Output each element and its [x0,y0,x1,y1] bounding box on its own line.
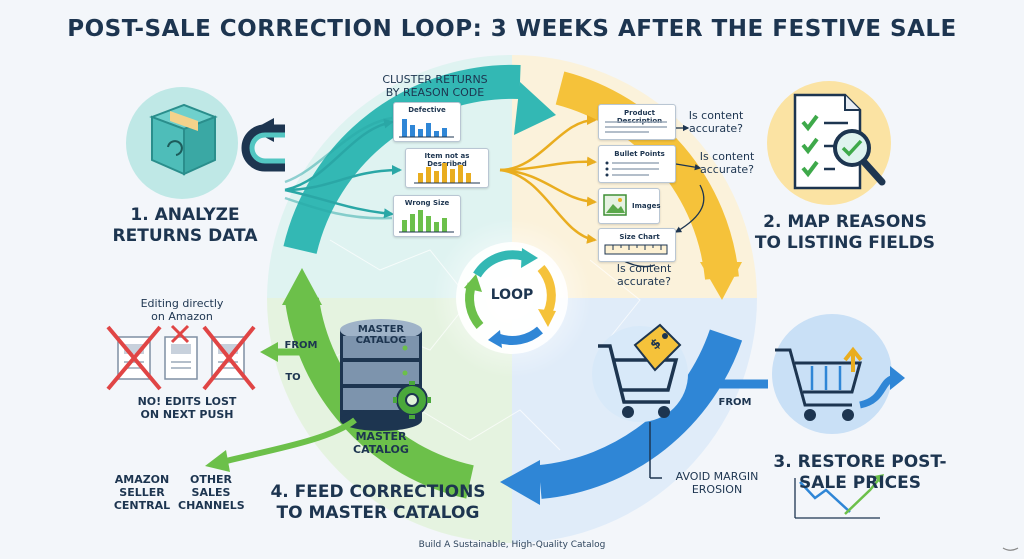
channel-other-line1: OTHER [189,473,233,486]
content-check-line2: accurate? [689,122,743,135]
content-check-3: Is content accurate? [614,262,674,288]
warning-caption-line2: ON NEXT PUSH [140,408,234,421]
ring-blue [538,329,743,499]
field-label: Size Chart [619,233,660,241]
from-label-left: FROM [284,340,318,351]
master-catalog-caption-line1: MASTER [355,430,407,443]
channel-other-line3: CHANNELS [178,499,245,512]
content-check-line1: Is content [699,150,755,163]
page-title: POST-SALE CORRECTION LOOP: 3 WEEKS AFTER… [67,16,957,42]
cart-circle-right [772,314,892,434]
reason-label: Defective [408,106,446,114]
text-lines-icon [605,121,667,133]
content-check-line2: accurate? [700,163,754,176]
crossed-document-icons [106,324,256,391]
channel-amazon-line2: SELLER [119,486,165,499]
stage3-title: 3. RESTORE POST- SALE PRICES [760,452,960,494]
field-card-bullet-points: Bullet Points [598,145,676,183]
stage3-title-line2: SALE PRICES [799,473,921,493]
bullet-list-icon [605,161,659,177]
field-label: Bullet Points [614,150,665,158]
field-card-images: Images [598,188,661,224]
margin-caption: AVOID MARGIN EROSION [662,470,772,496]
stage2-title-line1: 2. MAP REASONS [763,212,927,232]
loop-label: LOOP [490,287,534,303]
reason-card-not-as-described: Item not as Described [405,148,489,188]
margin-caption-line1: AVOID MARGIN [675,470,759,483]
stage4-title-line2: TO MASTER CATALOG [276,503,480,523]
stage1-title-line1: 1. ANALYZE [130,205,240,225]
cluster-heading-line1: CLUSTER RETURNS [382,73,488,86]
image-icon [603,194,627,216]
stage1-title-line2: RETURNS DATA [112,226,258,246]
ruler-icon [604,244,668,255]
gear-icon [393,381,431,419]
channel-amazon-line3: CENTRAL [113,499,171,512]
stage2-title: 2. MAP REASONS TO LISTING FIELDS [745,212,945,254]
database-icon [340,319,422,431]
channel-other-line2: SALES [191,486,231,499]
db-label: MASTER CATALOG [346,324,416,346]
content-check-1: Is content accurate? [686,109,746,135]
content-check-line1: Is content [616,262,672,275]
master-catalog-caption: MASTER CATALOG [345,430,417,456]
bar-icon [399,210,454,233]
warning-caption-line1: NO! EDITS LOST [137,395,237,408]
stage3-title-line1: 3. RESTORE POST- [773,452,947,472]
channel-other: OTHER SALES CHANNELS [178,473,245,512]
from-label-right: FROM [718,397,752,408]
margin-caption-line2: EROSION [691,483,743,496]
stage2-title-line2: TO LISTING FIELDS [754,233,936,253]
stage4-title: 4. FEED CORRECTIONS TO MASTER CATALOG [268,482,488,524]
reason-card-defective: Defective [393,102,461,142]
master-catalog-caption-line2: CATALOG [353,443,409,456]
channel-amazon-line1: AMAZON [114,473,170,486]
stage4-title-line1: 4. FEED CORRECTIONS [270,482,486,502]
field-label: Images [632,202,661,210]
footer: Build A Sustainable, High-Quality Catalo… [418,540,606,550]
cluster-heading: CLUSTER RETURNS BY REASON CODE [375,73,495,99]
db-label-line1: MASTER [357,324,405,335]
field-label: Product Description [616,109,663,125]
bar-icon [399,119,454,138]
field-card-size-chart: Size Chart [598,228,676,262]
content-check-line1: Is content [688,109,744,122]
amazon-smile-icon [1002,547,1019,551]
editing-caption: Editing directly on Amazon [112,297,252,323]
reason-card-wrong-size: Wrong Size [393,195,461,237]
warning-caption: NO! EDITS LOST ON NEXT PUSH [122,395,252,421]
stage1-title: 1. ANALYZE RETURNS DATA [95,205,275,247]
db-label-line2: CATALOG [355,335,407,346]
to-label: TO [285,372,301,383]
editing-caption-line2: on Amazon [151,310,213,323]
content-check-2: Is content accurate? [697,150,757,176]
content-check-line2: accurate? [617,275,671,288]
field-card-product-description: Product Description [598,104,676,140]
editing-caption-line1: Editing directly [140,297,224,310]
channel-amazon: AMAZON SELLER CENTRAL [112,473,172,512]
cluster-heading-line2: BY REASON CODE [385,86,485,99]
reason-label: Wrong Size [404,199,450,207]
bar-icon [414,163,480,184]
